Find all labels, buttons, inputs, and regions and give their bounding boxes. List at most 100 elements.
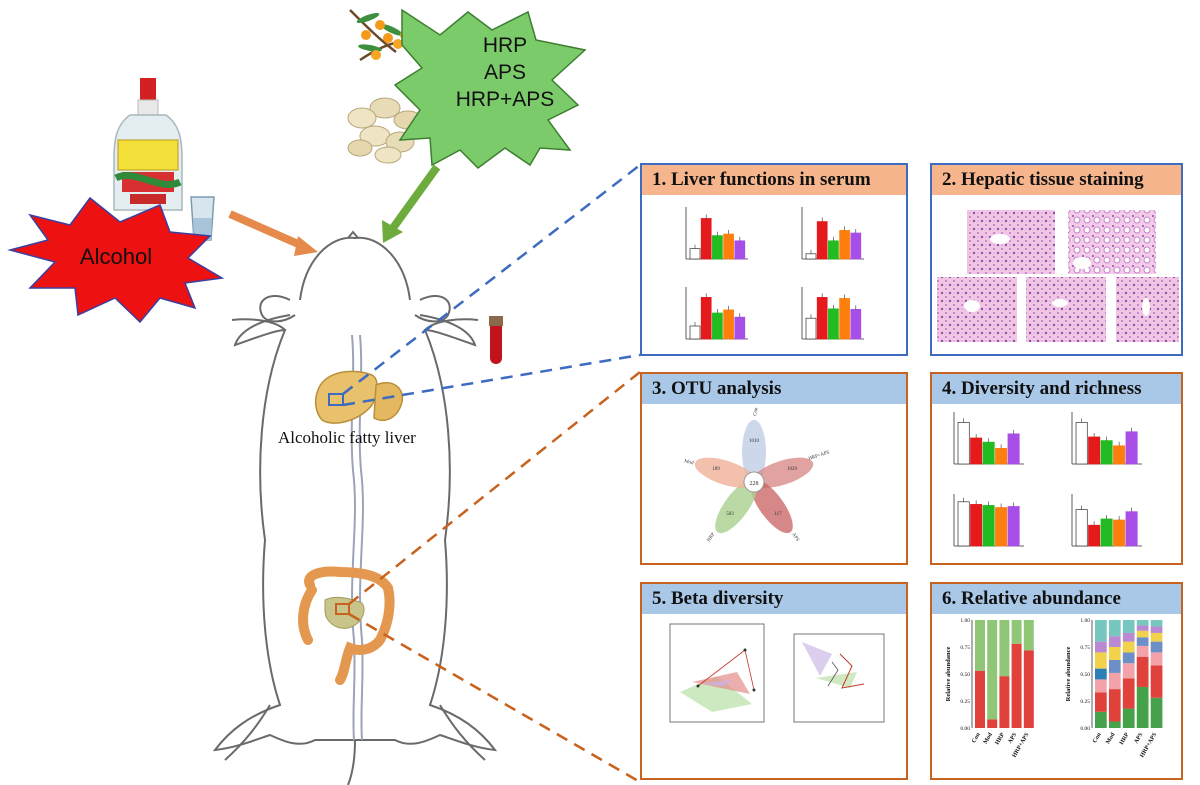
stack-segment <box>1136 686 1149 728</box>
stack-segment <box>987 719 998 728</box>
stack-segment <box>1108 647 1121 660</box>
intestine-illustration <box>298 566 395 685</box>
otu-label-aps: APS <box>790 532 799 543</box>
group-tick-label: HRP <box>995 732 1007 746</box>
stack-segment <box>975 620 985 671</box>
group-tick-label: Mod <box>1105 731 1117 745</box>
stack-segment <box>1108 659 1121 673</box>
stain-con <box>967 210 1055 274</box>
otu-value-hrp: 503 <box>726 512 734 517</box>
beta-diversity-plots <box>669 623 902 723</box>
bar <box>723 309 734 340</box>
stack-segment <box>1095 668 1107 680</box>
panel-otu-analysis: 3. OTU analysis 228 1010 1029 117 503 18… <box>640 372 908 565</box>
treatment-starburst <box>393 8 587 169</box>
glass-icon <box>190 196 215 241</box>
stack-segment <box>1122 663 1135 679</box>
bar <box>1113 519 1126 547</box>
bar <box>1088 436 1101 465</box>
bar <box>805 253 817 260</box>
panel-diversity-richness: 4. Diversity and richness <box>930 372 1183 565</box>
otu-petal-con <box>742 420 766 484</box>
otu-petal-mod <box>694 457 757 488</box>
stack-segment <box>1122 708 1135 728</box>
otu-value-hrp-aps: 1029 <box>787 467 798 472</box>
y-tick-label: 1.00 <box>960 618 970 624</box>
liver-function-bar-charts <box>685 207 864 340</box>
stain-hrp <box>937 277 1017 342</box>
bar <box>700 218 712 260</box>
bar <box>1088 524 1101 547</box>
bar <box>689 248 701 260</box>
bar <box>805 317 817 340</box>
y-tick-label: 0.50 <box>960 672 970 678</box>
stack-segment <box>1108 620 1121 637</box>
liver-label: Alcoholic fatty liver <box>278 428 416 447</box>
stack-segment <box>1108 636 1121 647</box>
stack-segment <box>1122 652 1135 664</box>
y-tick-label: 0.25 <box>1080 699 1090 705</box>
y-axis-label: Relative abundance <box>945 647 952 702</box>
diversity-bar-charts <box>953 412 1142 547</box>
liver-illustration <box>314 370 404 424</box>
otu-label-con: Con <box>753 407 759 417</box>
group-tick-label: Mod <box>983 731 995 745</box>
alcohol-starburst <box>7 196 225 324</box>
bar <box>1100 440 1113 465</box>
y-tick-label: 0.25 <box>960 699 970 705</box>
stack-segment <box>1108 721 1121 728</box>
otu-label-mod: Mod <box>683 459 694 466</box>
stack-segment <box>1095 692 1107 712</box>
stack-segment <box>1095 652 1107 669</box>
bar <box>700 297 712 340</box>
bar <box>970 437 983 465</box>
bar <box>850 232 862 260</box>
stain-aps <box>1026 277 1106 342</box>
stack-segment <box>1108 689 1121 722</box>
y-tick-label: 0.75 <box>960 645 970 651</box>
shannon-chart <box>953 494 1024 547</box>
treatment-labels: HRP APS HRP+APS <box>430 32 580 113</box>
bar <box>1007 506 1020 547</box>
alcohol-bottle-icon <box>113 78 183 211</box>
panel-title: 3. OTU analysis <box>642 374 906 404</box>
y-tick-label: 0.50 <box>1080 672 1090 678</box>
panel-title: 1. Liver functions in serum <box>642 165 906 195</box>
chao1-chart <box>1071 412 1142 465</box>
otu-petal-hrp-aps <box>751 457 814 488</box>
panel-title: 5. Beta diversity <box>642 584 906 614</box>
alcohol-arrow <box>228 210 307 251</box>
bar <box>982 505 995 547</box>
bar <box>723 233 734 260</box>
stack-segment <box>1095 620 1107 642</box>
stack-segment <box>1095 641 1107 653</box>
treatment-label-hrp: HRP <box>482 34 528 57</box>
bar <box>1075 422 1088 465</box>
otu-flower-diagram: 228 1010 1029 117 503 189 Con HRP+APS AP… <box>683 407 830 543</box>
stain-mod <box>1068 210 1156 274</box>
otu-value-aps: 117 <box>774 512 782 517</box>
group-tick-label: HRP <box>1119 732 1131 746</box>
stack-segment <box>1136 625 1149 631</box>
treatment-label-aps: APS <box>483 61 527 84</box>
bar <box>839 298 850 340</box>
group-tick-label: Con <box>971 731 982 744</box>
bar <box>1075 509 1088 547</box>
otu-value-con: 1010 <box>749 439 760 444</box>
stack-segment <box>1150 665 1163 698</box>
bar <box>816 297 828 340</box>
stack-segment <box>1122 620 1135 633</box>
stack-segment <box>999 676 1010 728</box>
stack-segment <box>1150 652 1163 666</box>
intestine-connector-lines <box>348 371 641 784</box>
bar <box>982 441 995 465</box>
bar <box>828 308 839 340</box>
bar <box>712 235 723 260</box>
panel-beta-diversity: 5. Beta diversity <box>640 582 908 780</box>
stack-segment <box>1136 645 1149 657</box>
stack-segment <box>1150 697 1163 728</box>
stack-segment <box>999 620 1010 677</box>
